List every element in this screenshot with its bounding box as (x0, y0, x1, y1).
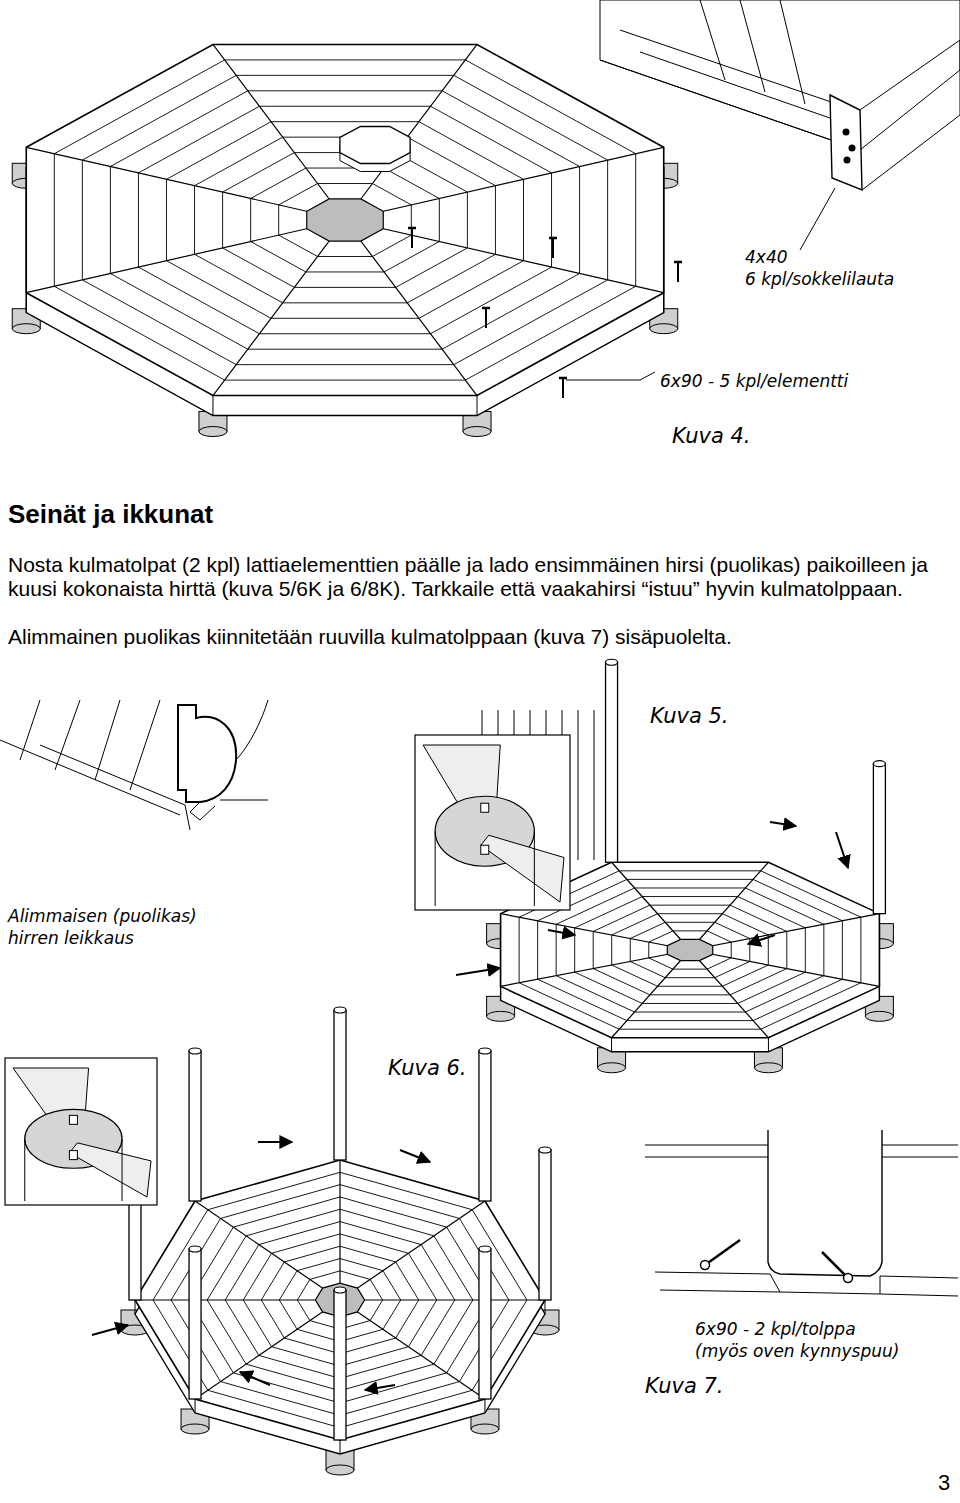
dimension-label: 4x40 (745, 246, 788, 268)
dimension-label: 6x90 - 5 kpl/elementti (660, 370, 848, 392)
instruction-text: Alimmainen puolikas kiinnitetään ruuvill… (8, 625, 953, 649)
figure-label: Kuva 4. (672, 424, 751, 448)
quantity-note: (myös oven kynnyspuu) (695, 1340, 899, 1362)
wall-start-figure (415, 659, 893, 1073)
quantity-label: 6 kpl/sokkelilauta (745, 268, 894, 290)
figure-label: Kuva 6. (388, 1056, 467, 1080)
dimension-label: 6x90 - 2 kpl/tolppa (695, 1318, 856, 1340)
section-caption: Alimmaisen (puolikas) hirren leikkaus (8, 905, 243, 949)
figure-label: Kuva 5. (650, 704, 729, 728)
figure-label: Kuva 7. (645, 1374, 724, 1398)
log-section (0, 700, 268, 830)
wall-layers-figure (5, 1007, 559, 1475)
page-number: 3 (938, 1470, 950, 1496)
instruction-text: Nosta kulmatolpat (2 kpl) lattiaelementt… (8, 553, 953, 601)
post-screw-detail (645, 1130, 958, 1296)
section-heading: Seinät ja ikkunat (8, 499, 213, 530)
floor-figure (12, 0, 960, 437)
